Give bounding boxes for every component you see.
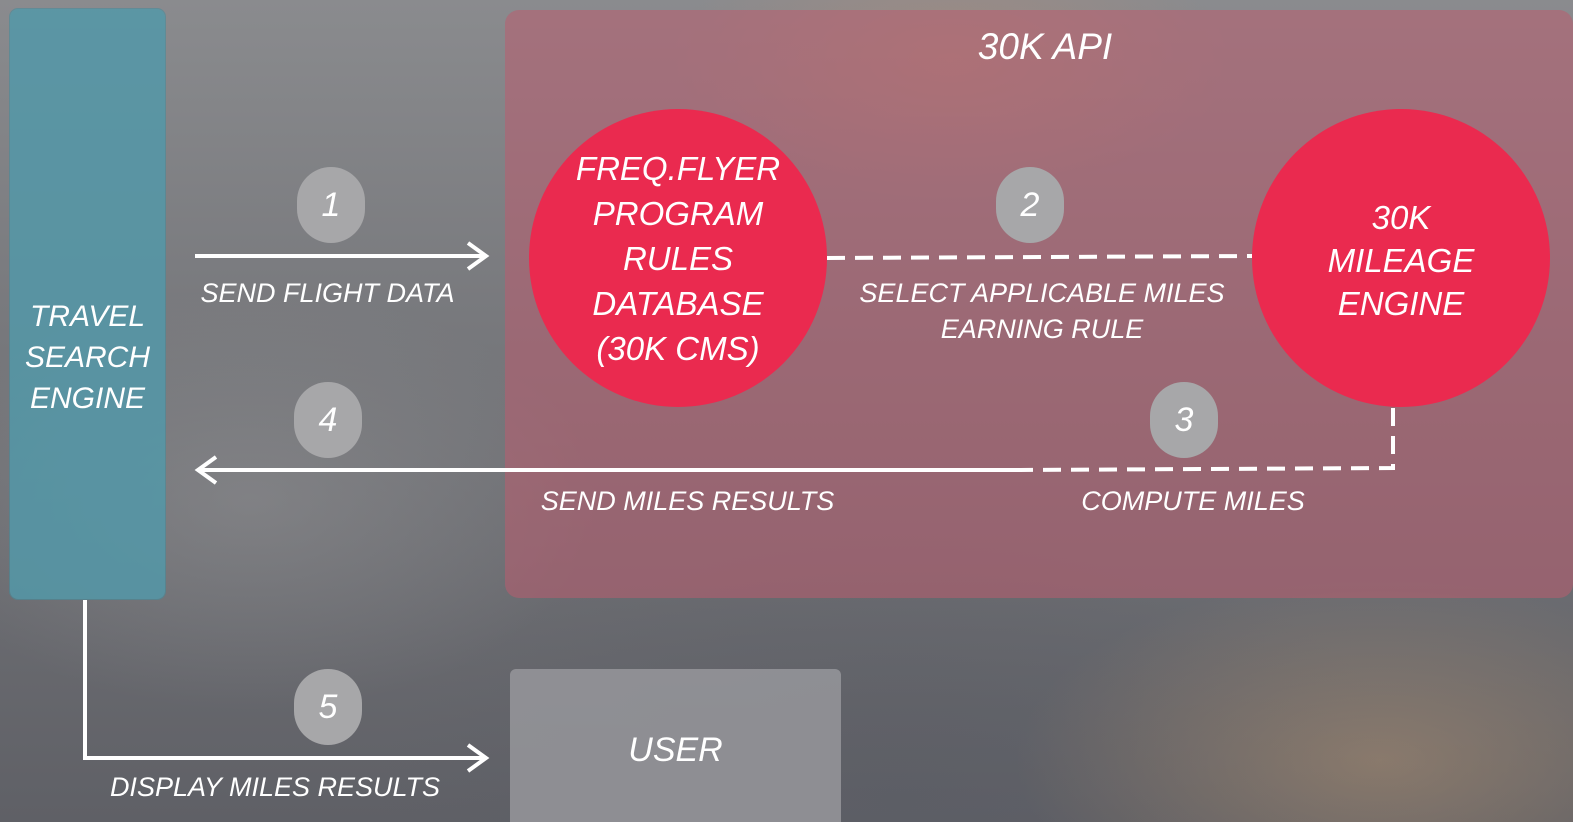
step-1-badge: 1 bbox=[297, 167, 365, 243]
step-2-dashed-connector bbox=[826, 254, 1253, 260]
step-2-label-line: EARNING RULE bbox=[940, 314, 1144, 344]
ffp-database-label: FREQ.FLYER PROGRAM RULES DATABASE (30K C… bbox=[529, 146, 827, 371]
mileage-engine-label: 30K MILEAGE ENGINE bbox=[1252, 196, 1550, 325]
step-2-label-line: SELECT APPLICABLE MILES bbox=[859, 278, 1225, 308]
travel-search-engine-label: TRAVEL SEARCH ENGINE bbox=[10, 296, 165, 419]
step-4-arrowhead bbox=[194, 455, 218, 485]
step-3-dashed-connector bbox=[1019, 408, 1395, 472]
ffp-database-line: RULES bbox=[622, 240, 734, 277]
step-3-label: COMPUTE MILES bbox=[1081, 486, 1305, 516]
step-1-arrowhead bbox=[466, 241, 490, 271]
step-4-badge: 4 bbox=[294, 382, 362, 458]
step-4-label: SEND MILES RESULTS bbox=[540, 486, 835, 516]
user-label: USER bbox=[628, 731, 723, 769]
step-5-arrow bbox=[83, 600, 484, 760]
step-1-label: SEND FLIGHT DATA bbox=[200, 278, 455, 308]
mileage-engine-line: ENGINE bbox=[1337, 285, 1465, 322]
travel-search-engine-box bbox=[10, 9, 165, 599]
step-5-badge: 5 bbox=[294, 669, 362, 745]
travel-search-engine-line: TRAVEL bbox=[29, 300, 146, 333]
step-3-badge: 3 bbox=[1150, 382, 1218, 458]
step-2-badge: 2 bbox=[996, 167, 1064, 243]
ffp-database-line: DATABASE bbox=[592, 285, 764, 322]
step-5-arrowhead bbox=[466, 743, 490, 773]
step-2-label: SELECT APPLICABLE MILES EARNING RULE bbox=[842, 275, 1242, 347]
ffp-database-node bbox=[529, 109, 827, 407]
api-title: 30K API bbox=[977, 26, 1113, 67]
user-box bbox=[510, 669, 841, 822]
mileage-engine-line: 30K bbox=[1371, 199, 1431, 236]
ffp-database-line: FREQ.FLYER bbox=[575, 150, 781, 187]
travel-search-engine-line: SEARCH bbox=[24, 341, 151, 374]
ffp-database-line: PROGRAM bbox=[592, 195, 764, 232]
mileage-engine-node bbox=[1252, 109, 1550, 407]
ffp-database-line: (30K CMS) bbox=[596, 330, 760, 367]
mileage-engine-line: MILEAGE bbox=[1327, 242, 1475, 279]
step-5-label: DISPLAY MILES RESULTS bbox=[109, 772, 441, 802]
travel-search-engine-line: ENGINE bbox=[29, 382, 146, 415]
